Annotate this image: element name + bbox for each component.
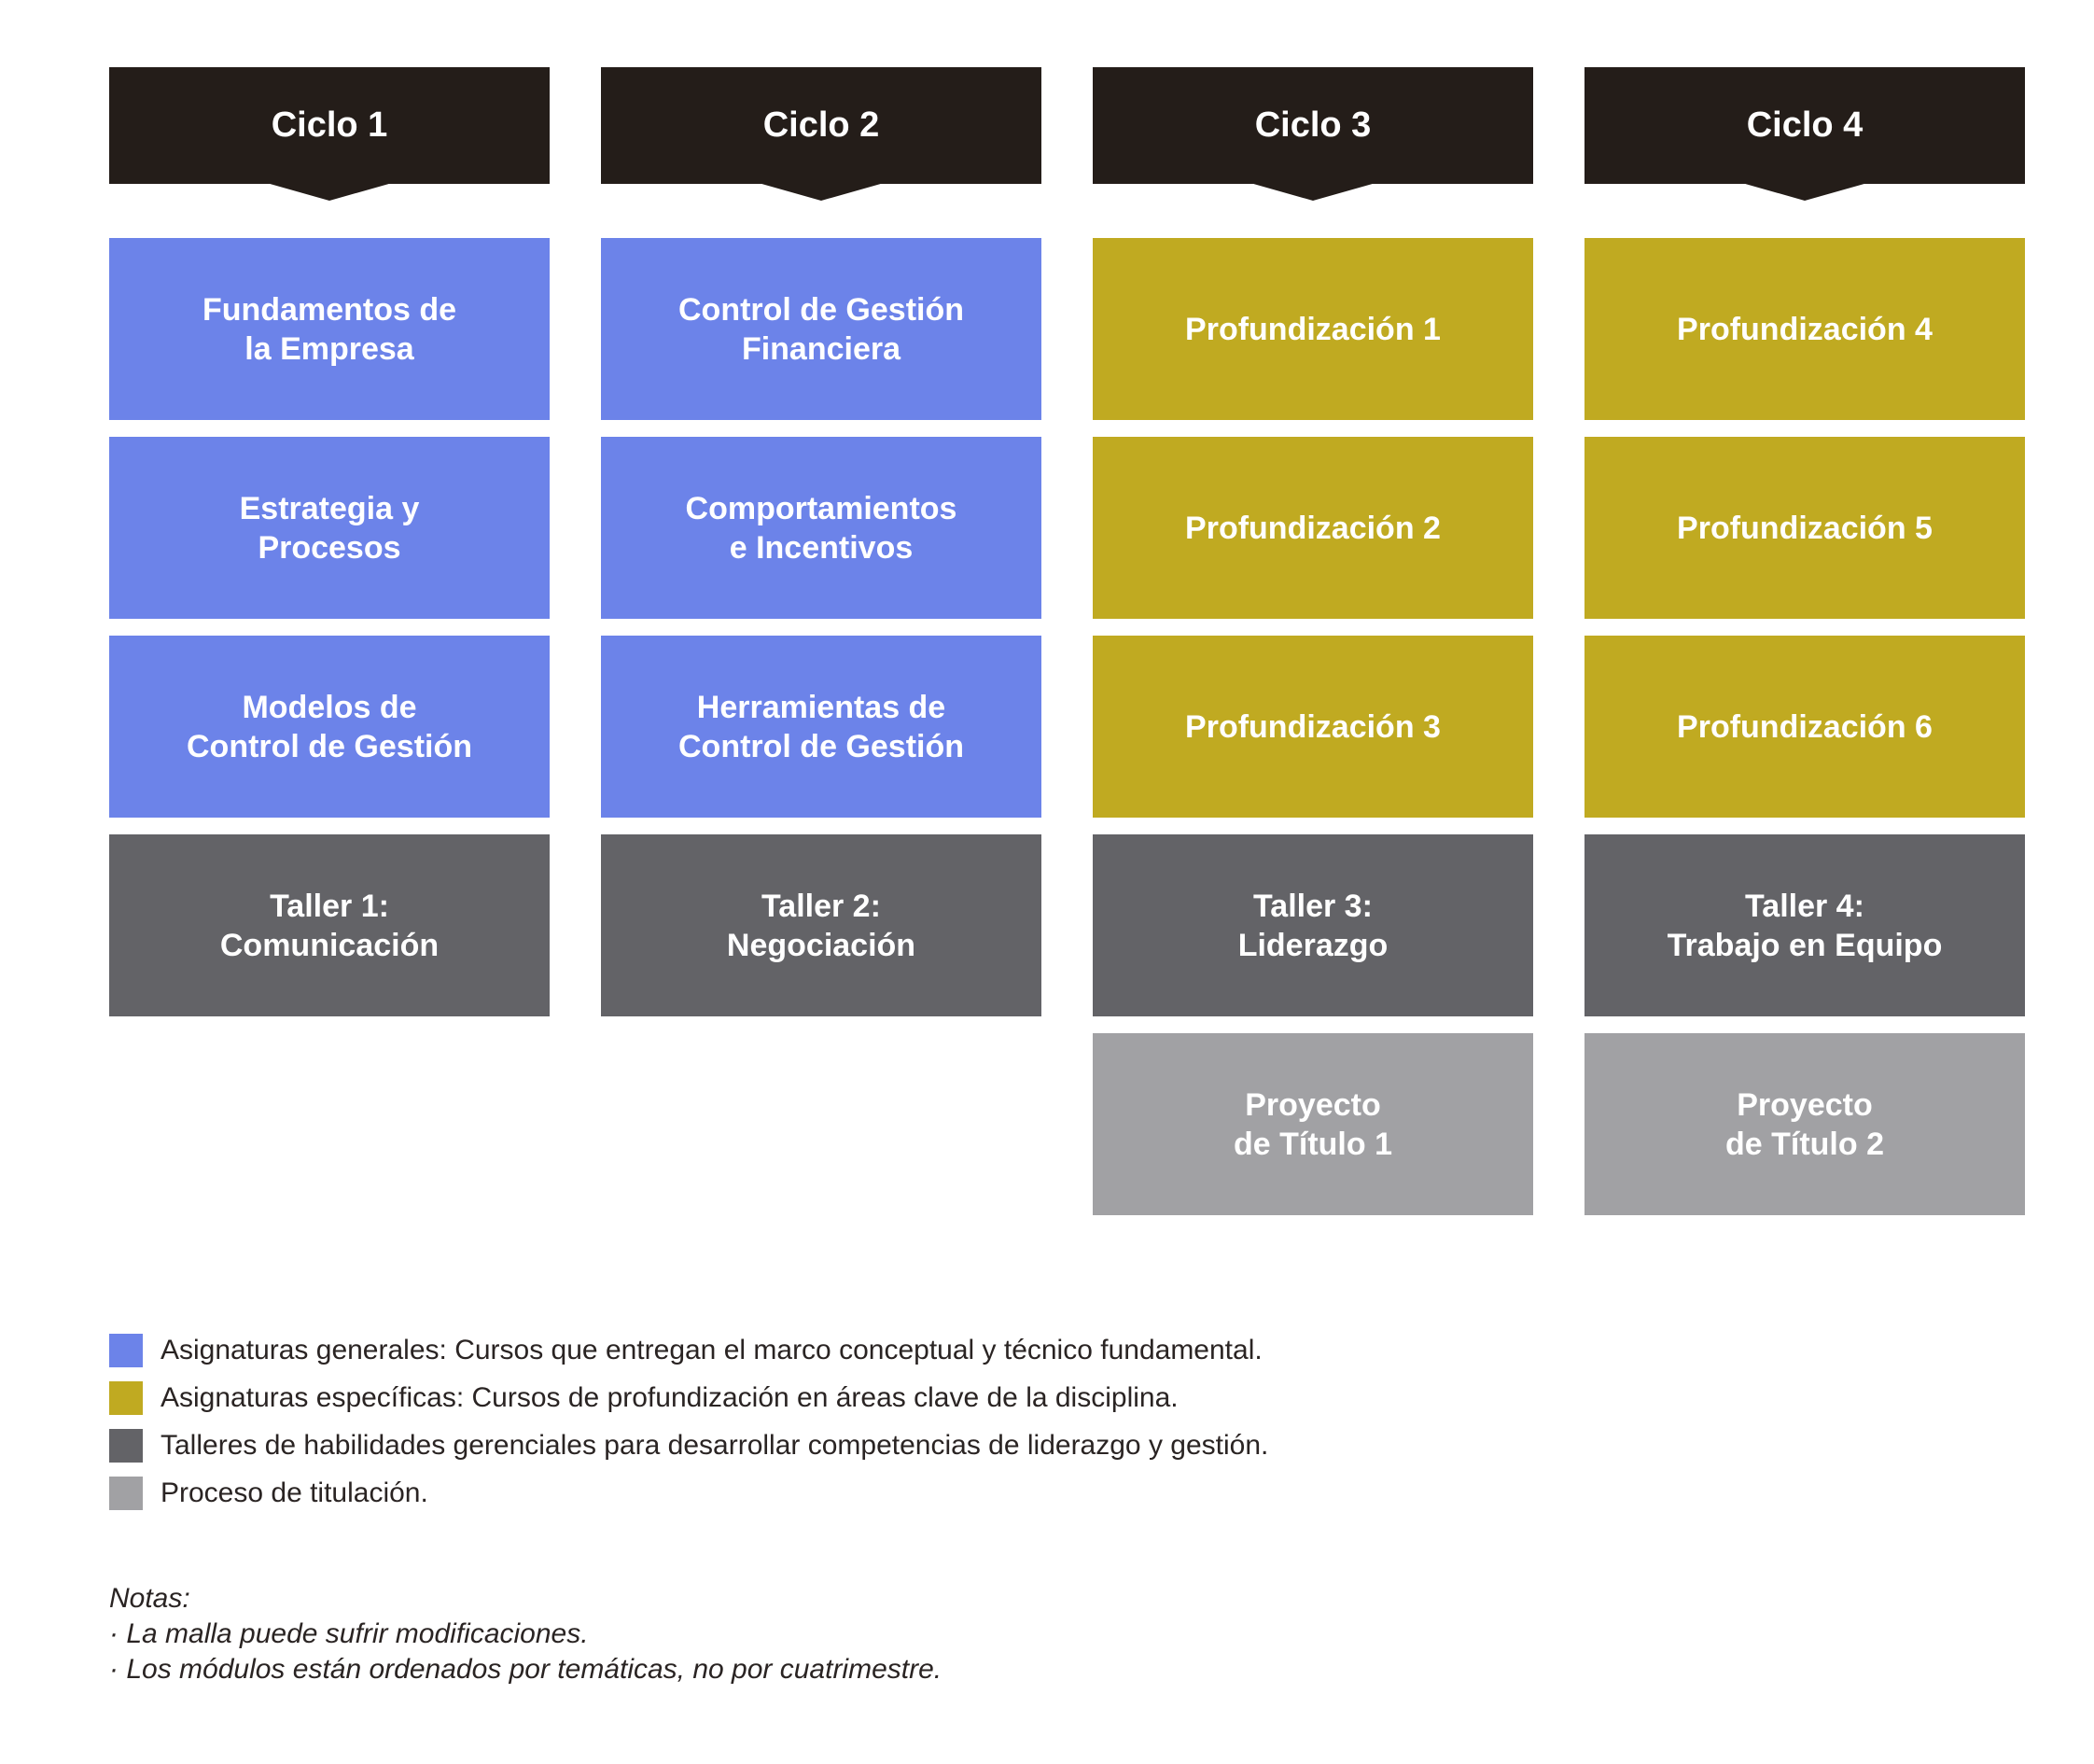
legend-swatch-titulacion [109, 1477, 143, 1510]
course-box: Proyecto de Título 1 [1093, 1033, 1533, 1215]
legend-item: Asignaturas específicas: Cursos de profu… [109, 1381, 1268, 1415]
course-box: Herramientas de Control de Gestión [601, 636, 1041, 818]
note-line: · La malla puede sufrir modificaciones. [109, 1618, 589, 1649]
course-box: Taller 2: Negociación [601, 834, 1041, 1016]
course-box: Profundización 5 [1584, 437, 2025, 619]
notes: Notas: · La malla puede sufrir modificac… [109, 1581, 942, 1687]
cycle-header-banner: Ciclo 3 [1093, 67, 1533, 201]
legend-label: Asignaturas generales: Cursos que entreg… [161, 1335, 1263, 1365]
legend-item: Talleres de habilidades gerenciales para… [109, 1429, 1268, 1463]
course-box: Comportamientos e Incentivos [601, 437, 1041, 619]
cycle-header-banner: Ciclo 2 [601, 67, 1041, 201]
cycle-header-banner: Ciclo 1 [109, 67, 550, 201]
course-box: Profundización 4 [1584, 238, 2025, 420]
legend-label: Asignaturas específicas: Cursos de profu… [161, 1382, 1179, 1413]
course-box: Taller 4: Trabajo en Equipo [1584, 834, 2025, 1016]
course-box: Control de Gestión Financiera [601, 238, 1041, 420]
legend-label: Proceso de titulación. [161, 1477, 428, 1508]
cycle-header-banner: Ciclo 4 [1584, 67, 2025, 201]
note-line: · Los módulos están ordenados por temáti… [109, 1654, 942, 1685]
course-box: Profundización 1 [1093, 238, 1533, 420]
course-box: Taller 3: Liderazgo [1093, 834, 1533, 1016]
course-box: Fundamentos de la Empresa [109, 238, 550, 420]
course-box: Profundización 2 [1093, 437, 1533, 619]
cycle-title: Ciclo 2 [762, 105, 880, 145]
course-box: Estrategia y Procesos [109, 437, 550, 619]
column-ciclo-2: Ciclo 2 Control de Gestión Financiera Co… [601, 67, 1041, 1215]
legend-swatch-general [109, 1334, 143, 1367]
column-ciclo-3: Ciclo 3 Profundización 1 Profundización … [1093, 67, 1533, 1215]
legend-swatch-especifica [109, 1381, 143, 1415]
curriculum-grid: Ciclo 1 Fundamentos de la Empresa Estrat… [109, 67, 2025, 1215]
legend: Asignaturas generales: Cursos que entreg… [109, 1334, 1268, 1524]
course-box: Profundización 3 [1093, 636, 1533, 818]
cycle-title: Ciclo 1 [271, 105, 388, 145]
notes-title: Notas: [109, 1583, 190, 1614]
cycle-title: Ciclo 4 [1746, 105, 1864, 145]
course-box: Profundización 6 [1584, 636, 2025, 818]
column-ciclo-1: Ciclo 1 Fundamentos de la Empresa Estrat… [109, 67, 550, 1215]
course-box: Proyecto de Título 2 [1584, 1033, 2025, 1215]
course-box: Taller 1: Comunicación [109, 834, 550, 1016]
legend-item: Proceso de titulación. [109, 1477, 1268, 1510]
cycle-title: Ciclo 3 [1254, 105, 1372, 145]
course-box: Modelos de Control de Gestión [109, 636, 550, 818]
legend-label: Talleres de habilidades gerenciales para… [161, 1430, 1269, 1461]
column-ciclo-4: Ciclo 4 Profundización 4 Profundización … [1584, 67, 2025, 1215]
legend-item: Asignaturas generales: Cursos que entreg… [109, 1334, 1268, 1367]
legend-swatch-taller [109, 1429, 143, 1463]
